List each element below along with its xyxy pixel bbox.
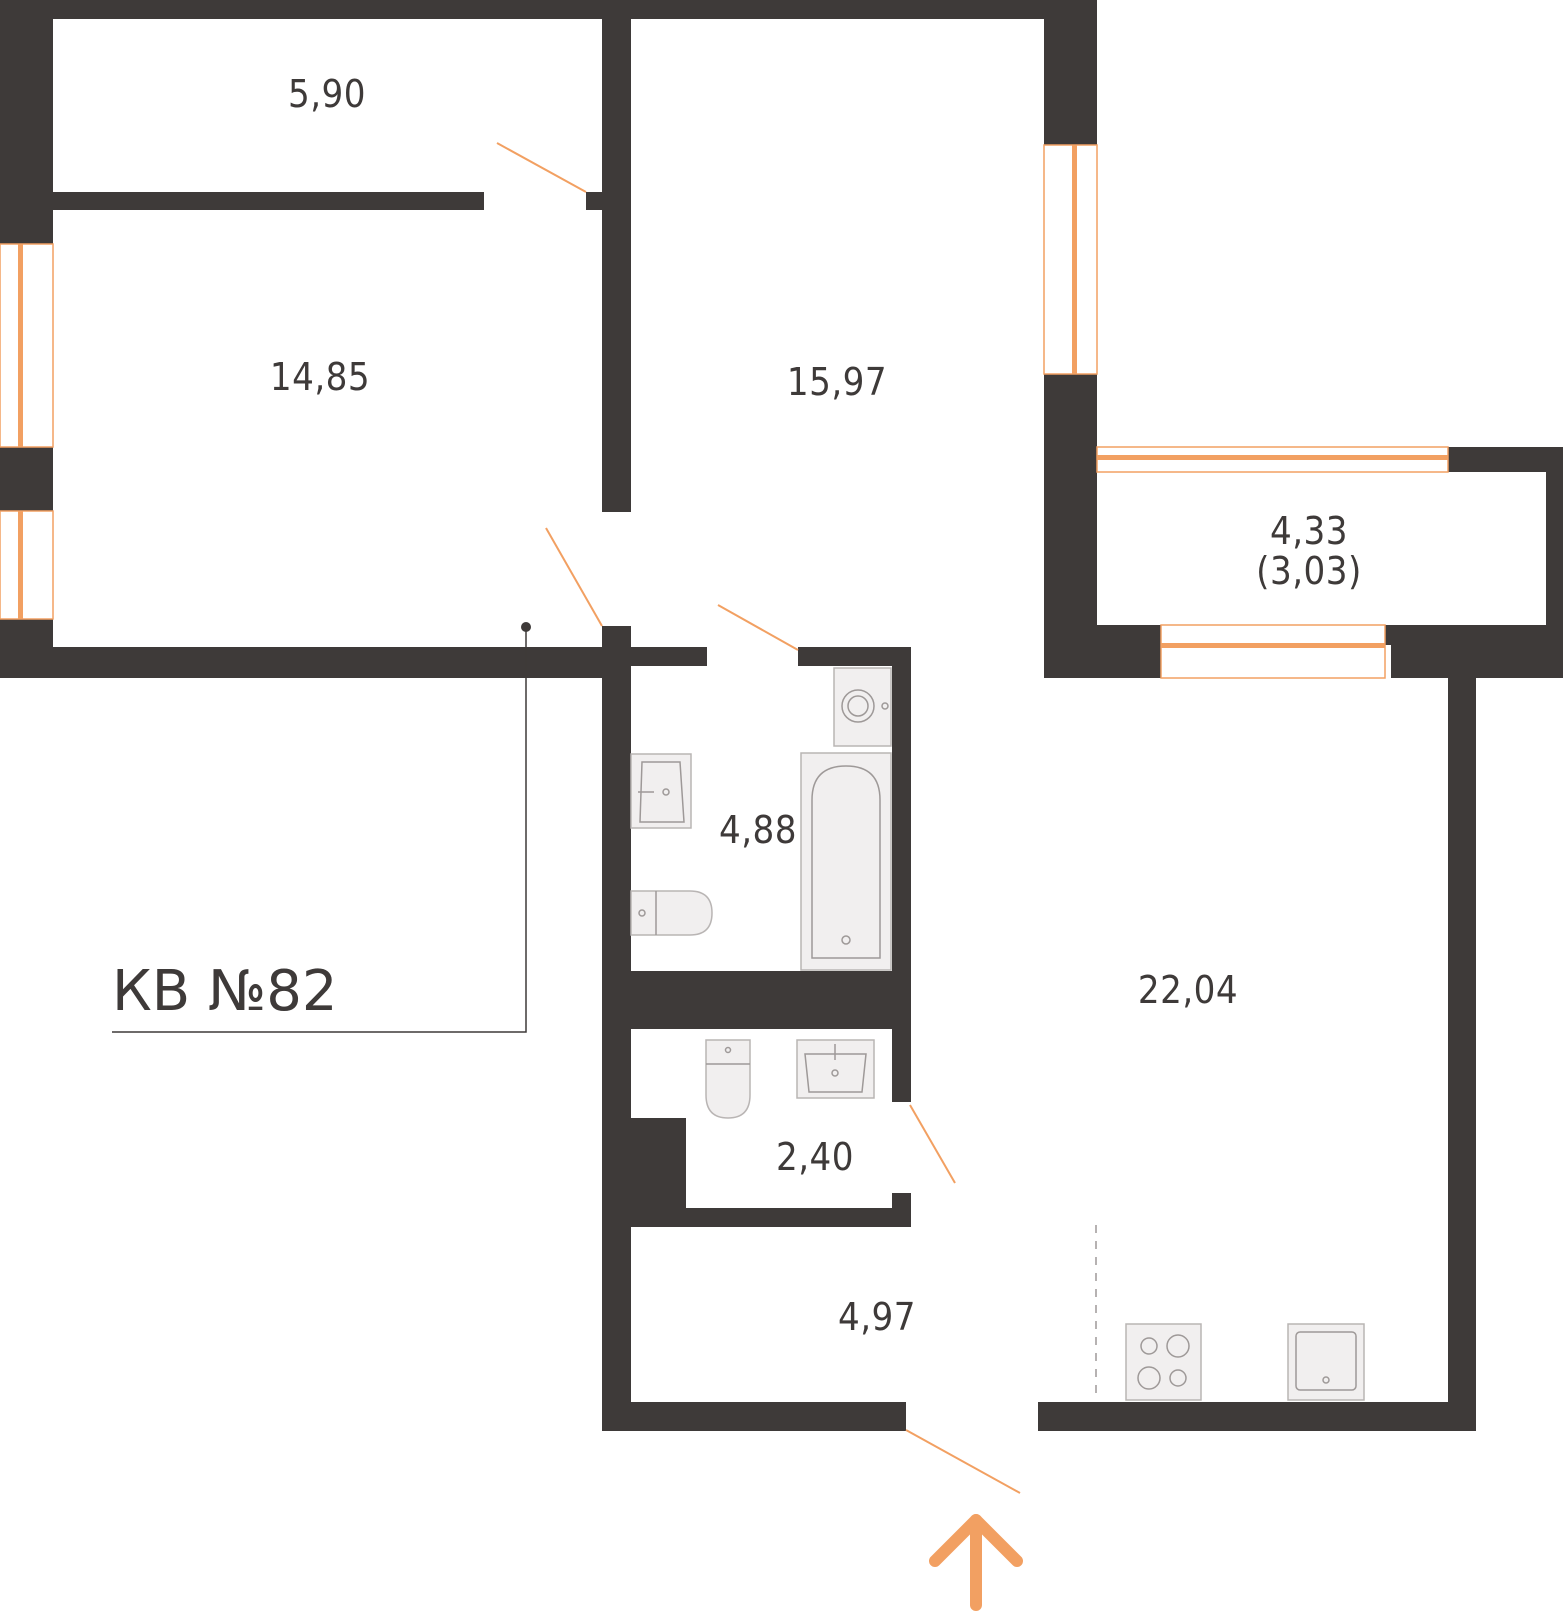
room-area-bathroom: 4,88 [719, 808, 797, 852]
room-area-balcony: 4,33 [1270, 509, 1348, 553]
wall-left-upper [0, 0, 53, 244]
window-left-lower [0, 510, 54, 620]
window-balcony-bottom [1160, 624, 1386, 679]
wall-bedroom-bottom [0, 647, 631, 678]
door-storage [496, 142, 587, 193]
room-area-hallway: 4,97 [838, 1295, 916, 1339]
wall-toilet-right-lower [892, 1193, 911, 1227]
door-bedroom-left [545, 527, 603, 627]
wall-toilet-block [631, 1118, 686, 1208]
wall-bottom-right [1038, 1402, 1476, 1431]
wall-kitchen-top-right [1391, 645, 1563, 678]
wall-right-upper [1044, 0, 1097, 145]
wall-balcony-bottom-right [1385, 625, 1563, 645]
wall-bath-top-right [798, 647, 911, 666]
door-entrance [905, 1429, 1021, 1494]
bathroom-sink-drain [662, 788, 670, 796]
wc-sink-drain [831, 1069, 839, 1077]
window-balcony-bottom-glass [1161, 643, 1385, 648]
wall-bedroom-partition-upper [602, 0, 631, 512]
room-area-storage: 5,90 [288, 72, 366, 116]
washing-machine-drum-inner [847, 695, 869, 717]
wall-bottom-left [602, 1402, 906, 1431]
kitchen-sink-drain [1322, 1376, 1330, 1384]
kitchen-sink-icon [1287, 1323, 1365, 1401]
washing-machine-drum [841, 689, 875, 723]
wc-toilet-icon [705, 1039, 751, 1119]
door-toilet [909, 1104, 956, 1184]
bathtub-drain [841, 935, 851, 945]
bathtub-basin [811, 765, 881, 959]
bathroom-toilet-icon [630, 890, 713, 936]
walls [0, 0, 1563, 1431]
wall-storage-bedroom [53, 192, 484, 210]
wall-balcony-bottom-left [1044, 625, 1161, 678]
apartment-leader [112, 622, 531, 1033]
wc-sink-icon [796, 1039, 875, 1099]
window-left-upper-glass [18, 244, 23, 447]
burner-1 [1140, 1337, 1158, 1355]
burner-3 [1137, 1366, 1161, 1390]
wall-left-pier [0, 447, 53, 511]
wall-bath-top-left [602, 647, 707, 666]
kitchen-sink-basin [1295, 1331, 1357, 1391]
burner-4 [1169, 1369, 1187, 1387]
apartment-number: КВ №82 [112, 959, 337, 1024]
entry-arrow-icon [929, 1514, 1023, 1611]
wall-bath-bottom [602, 971, 911, 1029]
bathroom-sink-basin [639, 761, 685, 823]
burner-2 [1166, 1334, 1190, 1358]
window-right-bedroom-glass [1072, 145, 1077, 374]
room-area-kitchen: 22,04 [1138, 968, 1238, 1012]
bathroom-toilet-button [638, 909, 646, 917]
wc-toilet-button [724, 1046, 732, 1054]
wall-kitchen-right [1448, 678, 1476, 1431]
window-left-lower-glass [18, 511, 23, 619]
room-area-bedroom-left: 14,85 [270, 355, 370, 399]
wall-bath-left [602, 666, 631, 1431]
wall-toilet-right-upper [892, 1029, 911, 1102]
wall-balcony-right [1546, 447, 1563, 645]
window-left-upper [0, 243, 54, 448]
room-area-balcony-reduced: (3,03) [1256, 549, 1362, 593]
room-labels: 5,90 14,85 15,97 4,33 (3,03) 4,88 22,04 … [112, 72, 1362, 1339]
window-right-bedroom [1043, 144, 1098, 375]
room-area-bedroom-right: 15,97 [787, 360, 887, 404]
bathtub-icon [800, 752, 892, 971]
fixtures [630, 667, 1365, 1401]
wall-toilet-bottom [631, 1208, 911, 1227]
doors [496, 142, 1021, 1494]
wall-door-stub [586, 192, 604, 210]
cooktop-icon [1125, 1323, 1202, 1401]
wall-balcony-top-right [1448, 447, 1563, 472]
washing-machine-knob [881, 702, 889, 710]
leader-line [112, 627, 527, 1033]
wc-sink-basin [804, 1053, 867, 1093]
windows [0, 144, 1449, 679]
door-bathroom [717, 604, 799, 651]
window-balcony-top-glass [1097, 455, 1448, 460]
wall-top [0, 0, 1097, 19]
room-area-toilet: 2,40 [776, 1135, 854, 1179]
wall-bath-right [892, 647, 911, 1029]
